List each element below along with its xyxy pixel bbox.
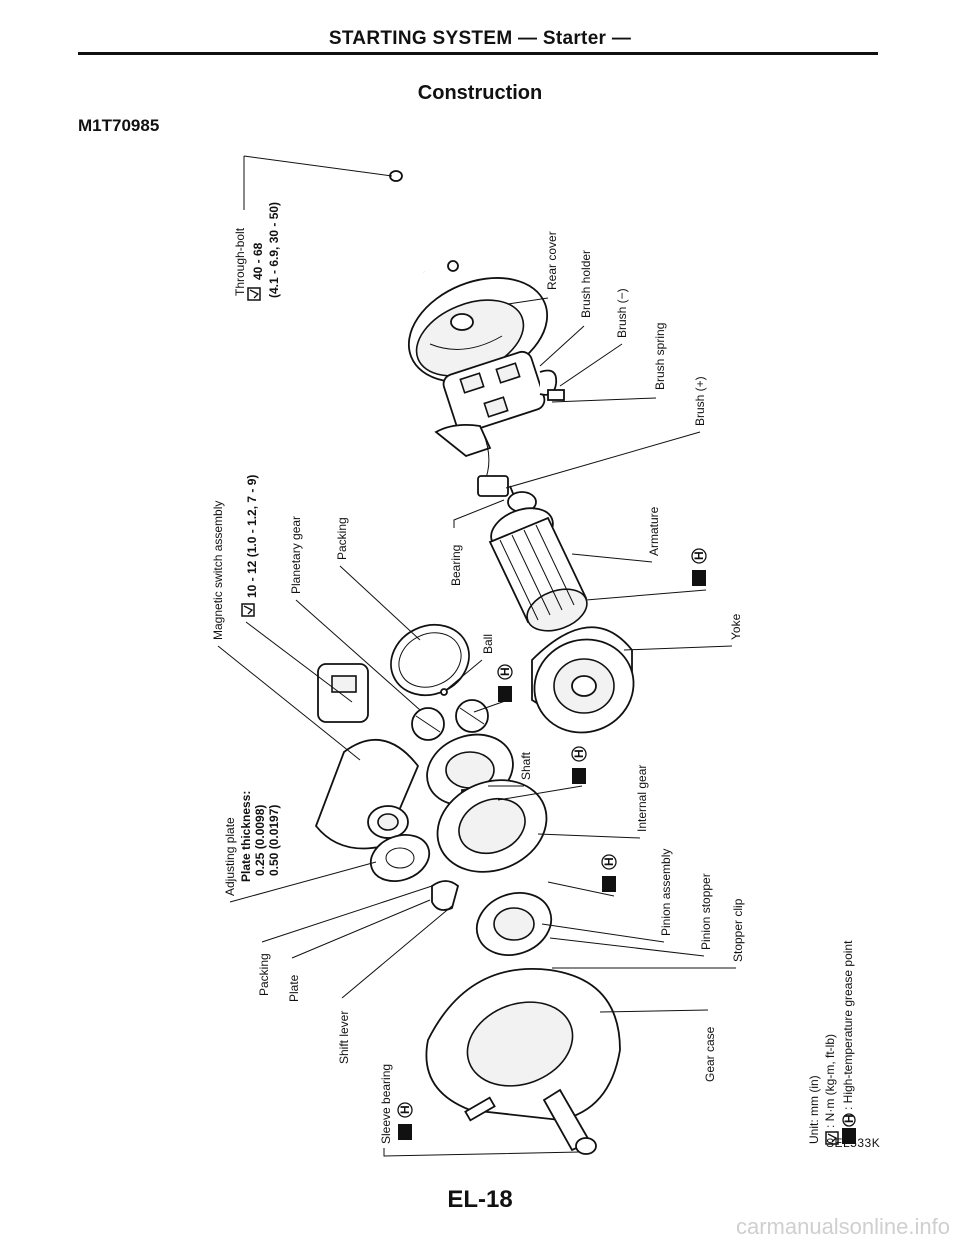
page-header-title: STARTING SYSTEM — Starter — — [328, 28, 632, 49]
label-plate: Plate — [287, 974, 301, 1002]
grease-letter: H — [692, 551, 706, 560]
label-ball: Ball — [481, 634, 495, 654]
label-magnetic-switch-torque: 10 - 12 (1.0 - 1.2, 7 - 9) — [245, 475, 259, 598]
grease-letter: H — [602, 857, 616, 866]
label-brush-positive: Brush (+) — [693, 376, 707, 426]
label-pinion-stopper: Pinion stopper — [699, 873, 713, 950]
brush-positive-part — [477, 425, 509, 497]
torque-icon-through-bolt — [247, 287, 261, 301]
label-plate-thickness: Plate thickness: — [239, 791, 253, 882]
label-thickness-1: 0.25 (0.0098) — [253, 805, 267, 876]
figure-code: SEL533K — [826, 1136, 881, 1150]
armature-part — [488, 485, 588, 632]
grease-letter: H — [398, 1105, 412, 1114]
label-packing-2: Packing — [257, 953, 271, 996]
legend-unit: Unit: mm (in) — [807, 1075, 821, 1144]
label-thickness-2: 0.50 (0.0197) — [267, 805, 281, 876]
header-rule — [78, 52, 878, 55]
legend-grease: : High-temperature grease point — [841, 940, 855, 1110]
label-through-bolt-torque-1: 40 - 68 — [251, 242, 265, 280]
pinion-assembly-part — [431, 880, 553, 956]
legend: Unit: mm (in) : N·m (kg-m, ft-lb) H : Hi… — [807, 940, 856, 1145]
label-adjusting-plate: Adjusting plate — [223, 817, 237, 896]
grease-letter: H — [498, 667, 512, 676]
through-bolt-part — [389, 170, 459, 273]
label-planetary-gear: Planetary gear — [289, 516, 303, 594]
adjusting-plate-part — [369, 834, 431, 882]
grease-icon-shaft: H — [571, 746, 587, 784]
watermark: carmanualsonline.info — [735, 1214, 950, 1239]
label-magnetic-switch: Magnetic switch assembly — [211, 501, 225, 640]
packing-ring-part — [390, 623, 470, 697]
grease-letter: H — [842, 1114, 856, 1123]
label-brush-negative: Brush (−) — [615, 288, 629, 338]
gear-case-part — [425, 968, 621, 1155]
label-shift-lever: Shift lever — [337, 1011, 351, 1064]
label-through-bolt: Through-bolt — [233, 227, 247, 296]
internal-gear-part — [436, 779, 548, 873]
label-bearing: Bearing — [449, 545, 463, 586]
label-brush-spring: Brush spring — [653, 323, 667, 390]
label-through-bolt-torque-2: (4.1 - 6.9, 30 - 50) — [267, 202, 281, 298]
magnetic-switch-part — [314, 663, 420, 850]
label-internal-gear: Internal gear — [635, 765, 649, 832]
label-packing-1: Packing — [335, 517, 349, 560]
brush-holder-part — [434, 350, 565, 458]
leader-lines — [217, 155, 736, 1157]
yoke-part — [531, 626, 635, 734]
label-sleeve-bearing: Sleeve bearing — [379, 1064, 393, 1144]
planetary-gears-part — [411, 688, 489, 741]
page-number: EL-18 — [447, 1186, 513, 1213]
grease-icon-internal-gear: H — [601, 854, 617, 892]
label-rear-cover: Rear cover — [545, 231, 559, 290]
legend-torque: : N·m (kg-m, ft-lb) — [823, 1034, 837, 1128]
grease-icon-armature: H — [691, 548, 707, 586]
label-brush-holder: Brush holder — [579, 250, 593, 318]
label-stopper-clip: Stopper clip — [731, 898, 745, 962]
label-yoke: Yoke — [729, 613, 743, 640]
model-code: M1T70985 — [78, 116, 160, 135]
grease-icon-legend: H — [842, 1113, 856, 1144]
torque-icon-legend — [825, 1131, 839, 1145]
label-shaft: Shaft — [519, 751, 533, 780]
grease-letter: H — [572, 749, 586, 758]
section-title: Construction — [417, 82, 543, 104]
label-armature: Armature — [647, 506, 661, 556]
grease-icon-sleeve-bearing: H — [397, 1102, 413, 1140]
grease-icon-ball: H — [497, 664, 513, 702]
label-gear-case: Gear case — [703, 1026, 717, 1082]
label-pinion-assembly: Pinion assembly — [659, 849, 673, 936]
torque-icon-magnetic-switch — [241, 603, 255, 617]
